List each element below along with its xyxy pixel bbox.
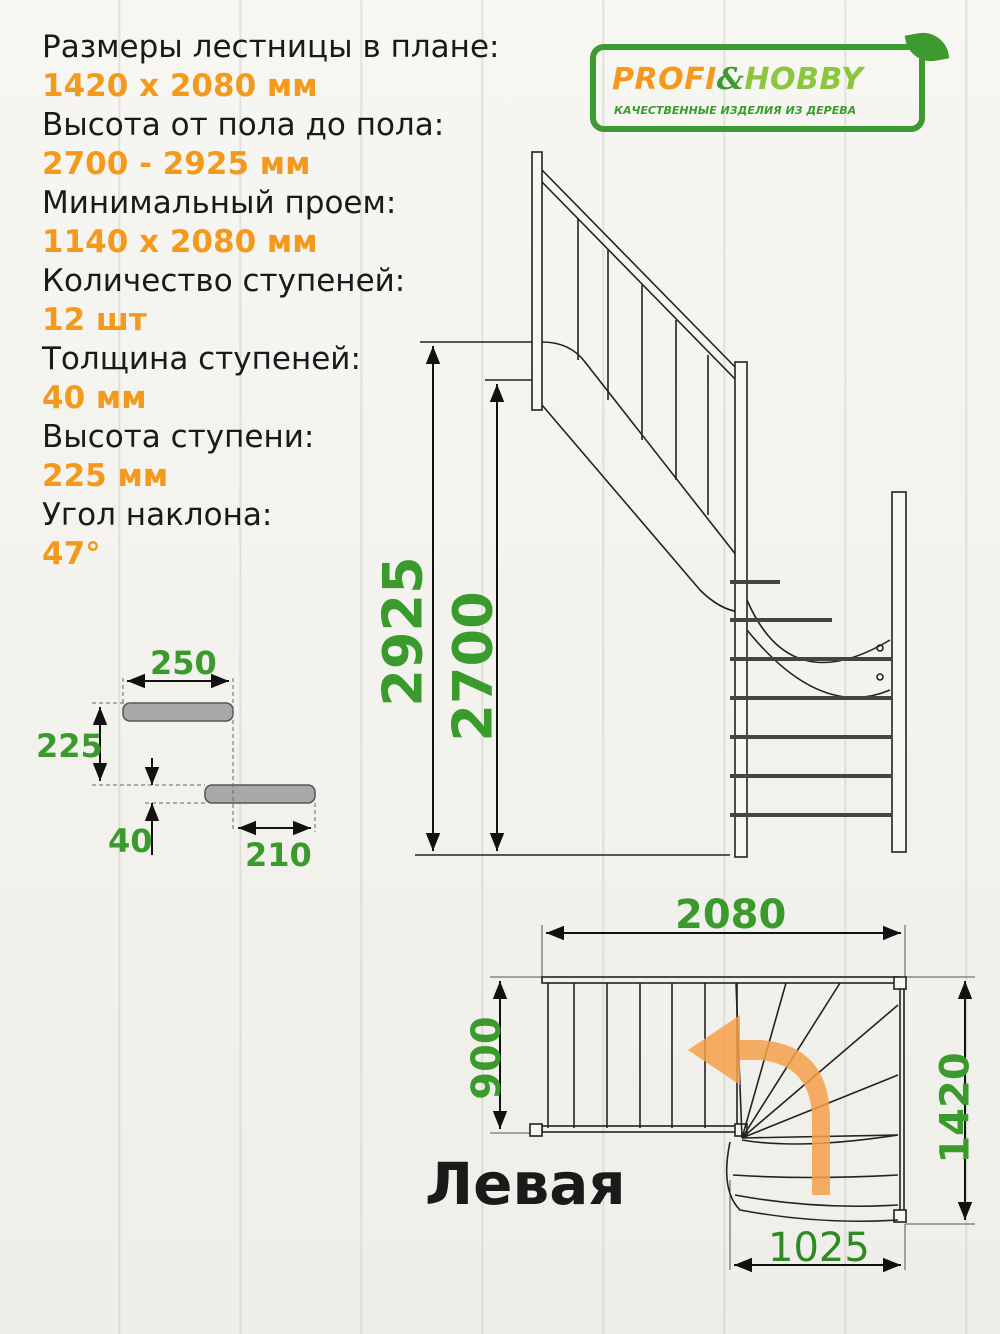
elevation-drawing: [415, 151, 907, 858]
spec-label-step-count: Количество ступеней:: [42, 263, 406, 299]
dim-thickness: 40: [108, 822, 153, 860]
step-detail-diagram: [92, 673, 316, 855]
spec-label-floor-height: Высота от пола до пола:: [42, 107, 445, 143]
spec-value-min-opening: 1140 x 2080 мм: [42, 224, 318, 260]
dim-height-min: 2700: [441, 591, 505, 742]
dim-tread-depth: 250: [150, 644, 217, 682]
specifications-list: Размеры лестницы в плане: 1420 x 2080 мм…: [42, 28, 499, 574]
brand-logo: PROFI&HOBBY КАЧЕСТВЕННЫЕ ИЗДЕЛИЯ ИЗ ДЕРЕ…: [584, 28, 950, 138]
logo-frame: [590, 44, 925, 132]
logo-hobby: HOBBY: [744, 62, 864, 97]
logo-tagline: КАЧЕСТВЕННЫЕ ИЗДЕЛИЯ ИЗ ДЕРЕВА: [614, 104, 857, 117]
spec-label-min-opening: Минимальный проем:: [42, 185, 397, 221]
direction-arrow-icon: [688, 1015, 830, 1195]
dim-turn-width: 1025: [768, 1225, 870, 1271]
spec-value-plan-size: 1420 x 2080 мм: [42, 68, 318, 104]
logo-ampersand: &: [716, 62, 745, 97]
dim-rise: 225: [36, 727, 103, 765]
handedness-label: Левая: [425, 1150, 626, 1218]
spec-label-plan-size: Размеры лестницы в плане:: [42, 29, 500, 65]
spec-value-step-thickness: 40 мм: [42, 380, 147, 416]
logo-wordmark: PROFI&HOBBY: [612, 62, 863, 97]
dim-going: 210: [245, 836, 312, 874]
dim-plan-width: 1420: [932, 1052, 979, 1164]
spec-label-step-height: Высота ступени:: [42, 419, 315, 455]
spec-label-step-thickness: Толщина ступеней:: [42, 341, 361, 377]
plan-drawing: [490, 925, 975, 1273]
spec-value-floor-height: 2700 - 2925 мм: [42, 146, 311, 182]
spec-value-incline-angle: 47°: [42, 536, 101, 572]
spec-label-incline-angle: Угол наклона:: [42, 497, 273, 533]
spec-value-step-height: 225 мм: [42, 458, 169, 494]
dim-height-max: 2925: [371, 556, 435, 707]
spec-value-step-count: 12 шт: [42, 302, 147, 338]
dim-plan-length: 2080: [675, 892, 787, 938]
logo-profi: PROFI: [612, 62, 717, 97]
dim-flight-width: 900: [463, 1016, 510, 1100]
